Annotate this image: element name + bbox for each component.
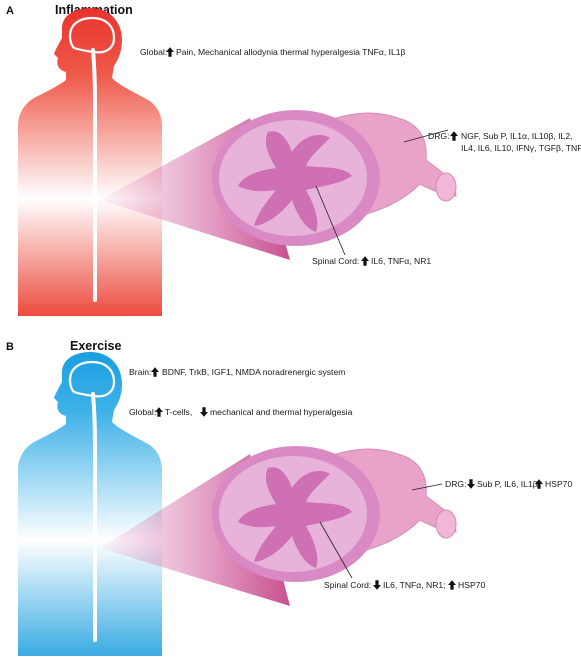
panel-title: Exercise [70,339,121,353]
spinal-up-text: IL6, TNFα, NR1 [371,256,431,266]
brain-prefix: Brain: [129,367,151,377]
grey-matter [238,467,352,568]
panel-a: A Inflammation Global: Pain, Mechanical … [6,3,581,316]
global-up-text: T-cells, [165,407,192,417]
up-arrow-icon [361,256,369,266]
global-label: Global: [140,47,167,57]
down-arrow-icon [467,479,475,489]
spinal-leader [315,185,346,256]
drg-prefix: DRG: [428,131,449,141]
drg-line1: NGF, Sub P, IL1α, IL10β, IL2, [461,131,573,141]
panel-letter: B [6,341,14,353]
down-arrow-icon [373,580,381,590]
drg-prefix: DRG: [445,479,466,489]
brain-up-text: BDNF, TrkB, IGF1, NMDA noradrenergic sys… [162,367,345,377]
brain-outline [68,360,116,398]
body-silhouette [18,352,162,656]
global-prefix: Global: [129,407,156,417]
nerve-end [435,509,457,539]
spinal-canal [91,392,97,642]
spinal-up-text: HSP70 [458,580,485,590]
spinal-leader [319,521,353,579]
up-arrow-icon [450,131,458,141]
body-silhouette [18,8,162,316]
drg-up-text: HSP70 [545,479,572,489]
panel-b: B Exercise Brain: BDNF, TrkB, IGF1, NMDA… [6,339,572,656]
panel-letter: A [6,5,14,17]
global-down-text: mechanical and thermal hyperalgesia [210,407,353,417]
spinal-prefix: Spinal Cord: [312,256,359,266]
spinal-down-text: IL6, TNFα, NR1; [383,580,446,590]
spinal-prefix: Spinal Cord: [324,580,371,590]
nerve-end [435,172,457,202]
up-arrow-icon [448,580,456,590]
drg-down-text: Sub P, IL6, IL1β; [477,479,540,489]
grey-matter [238,131,352,232]
brain-outline [68,16,116,54]
global-prefix: Global: [140,47,167,57]
drg-leader [403,129,449,143]
drg-line2: IL4, IL6, IL10, IFNγ, TGFβ, TNFα [461,143,581,153]
down-arrow-icon [200,407,208,417]
spinal-canal [91,48,97,302]
up-arrow-icon [151,367,159,377]
drg-leader [411,483,443,491]
global-up-text: Pain, Mechanical allodynia thermal hyper… [176,47,406,57]
